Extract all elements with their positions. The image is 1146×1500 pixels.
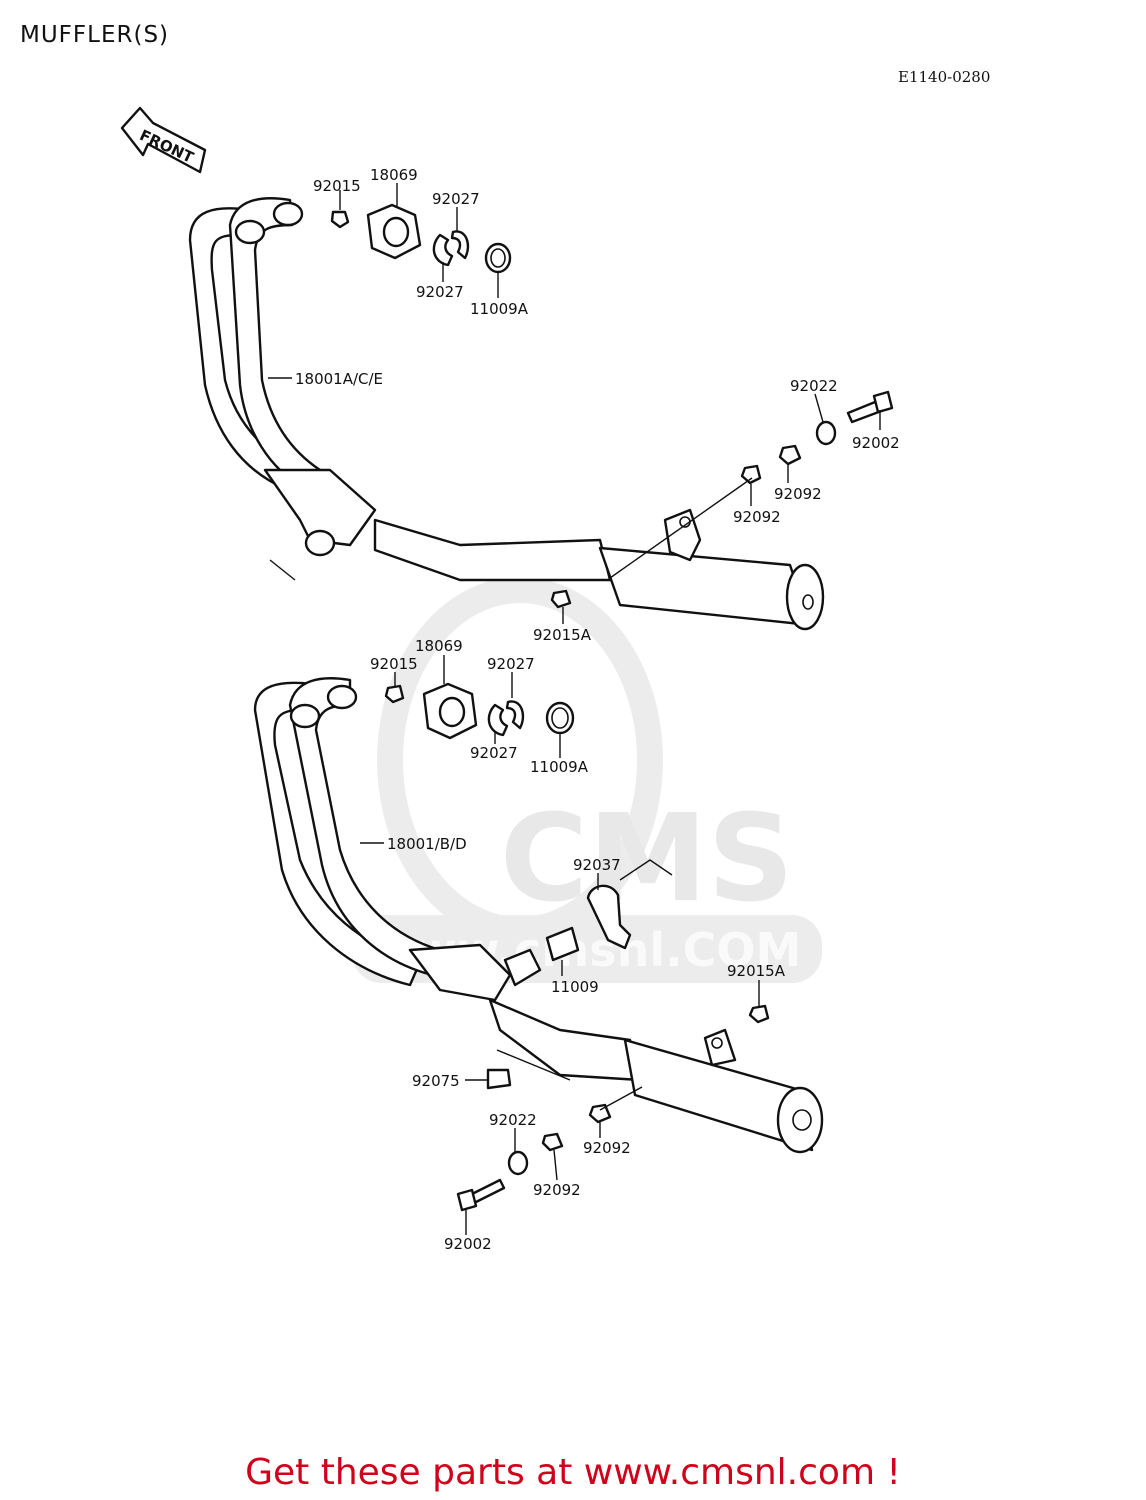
lower-exhaust-assembly [253, 677, 824, 1154]
label-92092: 92092 [733, 508, 781, 526]
sleeve-icon [545, 926, 580, 962]
label-92015: 92015 [370, 655, 418, 673]
watermark-brand: CMS [500, 790, 794, 929]
label-11009: 11009 [551, 978, 599, 996]
label-18001-B-D: 18001/B/D [387, 835, 467, 853]
label-92092: 92092 [583, 1139, 631, 1157]
label-92002: 92002 [852, 434, 900, 452]
nut-icon [550, 589, 572, 609]
upper-small-parts [330, 203, 894, 609]
nut-icon [330, 210, 350, 229]
label-92075: 92075 [412, 1072, 460, 1090]
label-11009A: 11009A [530, 758, 589, 776]
label-18069: 18069 [370, 166, 418, 184]
label-92037: 92037 [573, 856, 621, 874]
front-arrow-icon: FRONT [120, 106, 207, 174]
label-92092: 92092 [533, 1181, 581, 1199]
collar-icon [815, 420, 837, 446]
lower-small-parts [384, 682, 770, 1212]
footer-link[interactable]: Get these parts at www.cmsnl.com ! [245, 1452, 901, 1493]
diagram-code: E1140-0280 [898, 68, 991, 86]
nut-icon [588, 1103, 612, 1124]
nut-icon [778, 444, 802, 466]
label-92092: 92092 [774, 485, 822, 503]
half-ring-icon [505, 700, 525, 730]
label-92027: 92027 [416, 283, 464, 301]
label-92022: 92022 [790, 377, 838, 395]
collar-icon [507, 1150, 529, 1176]
exploded-diagram: CMS www.cmsnl.COM FRONT [120, 106, 900, 1253]
damper-icon [486, 1068, 512, 1090]
clamp-icon [586, 884, 632, 950]
label-92027: 92027 [470, 744, 518, 762]
page-title: MUFFLER(S) [20, 22, 170, 48]
label-92015A: 92015A [533, 626, 592, 644]
label-92027: 92027 [487, 655, 535, 673]
gasket-icon [545, 701, 575, 735]
nut-icon [740, 464, 762, 485]
half-ring-icon [487, 703, 509, 737]
nut-icon [541, 1132, 564, 1152]
label-92027: 92027 [432, 190, 480, 208]
upper-exhaust-assembly [188, 197, 825, 631]
label-11009A: 11009A [470, 300, 529, 318]
half-ring-icon [432, 233, 454, 267]
nut-icon [748, 1004, 770, 1024]
part-labels: 92015 18069 92027 92027 11009A 18001A/C/… [295, 166, 900, 1253]
label-92015A: 92015A [727, 962, 786, 980]
label-18069: 18069 [415, 637, 463, 655]
label-92015: 92015 [313, 177, 361, 195]
nut-icon [384, 684, 405, 704]
label-18001A-C-E: 18001A/C/E [295, 370, 383, 388]
half-ring-icon [450, 230, 470, 260]
label-92022: 92022 [489, 1111, 537, 1129]
label-92002: 92002 [444, 1235, 492, 1253]
leader-lines [268, 183, 881, 1235]
